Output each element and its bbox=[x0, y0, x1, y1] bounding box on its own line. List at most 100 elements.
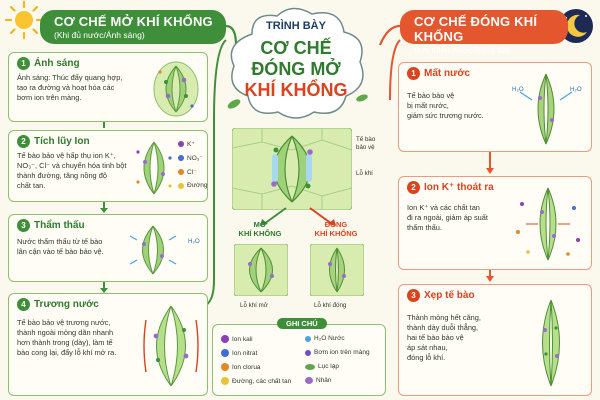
step3-water-label: H₂O bbox=[188, 238, 200, 245]
close-step-1-text-3: giảm sức trương nước. bbox=[407, 111, 484, 120]
open-step-2-stoma-illustration bbox=[136, 141, 172, 195]
close-flow-arrowhead-2 bbox=[486, 276, 494, 282]
ion-no3-text: NO₃⁻ bbox=[187, 155, 203, 162]
legend-nitrat-label: Ion nitrat bbox=[232, 349, 258, 357]
ion-k-label: K⁺ bbox=[178, 140, 195, 148]
open-step-1-number: 1 bbox=[17, 57, 30, 70]
mini-open-caption: Lỗ khí mở bbox=[240, 302, 268, 309]
close-step-3-title: Xẹp tế bào bbox=[424, 290, 475, 301]
open-step-4-number: 4 bbox=[17, 298, 30, 311]
cl-ion-dot bbox=[178, 169, 184, 175]
close-step-1-text-1: Tế bào bảo vệ bbox=[407, 91, 455, 100]
center-branch-arrows bbox=[260, 207, 336, 226]
close-flow-arrowhead-1 bbox=[486, 168, 494, 174]
legend-pump-label: Bơm ion trên màng bbox=[314, 349, 370, 356]
sugar-dot bbox=[178, 182, 184, 189]
close-step-3-text-2: thành dày duỗi thẳng, bbox=[407, 323, 479, 332]
open-step-4-text-4: bào cong lại, đẩy lỗ khí mở ra. bbox=[17, 348, 117, 357]
legend-item-nucleus: Nhân bbox=[305, 377, 332, 384]
close-step-2-title: Ion K⁺ thoát ra bbox=[424, 182, 494, 193]
open-step-1-stoma-illustration bbox=[153, 61, 199, 117]
open-flow-arrow-2 bbox=[103, 202, 105, 210]
open-header-title: CƠ CHẾ MỞ KHÍ KHỔNG bbox=[54, 14, 213, 29]
open-step-2-title: Tích lũy Ion bbox=[34, 136, 90, 147]
sun-icon bbox=[4, 0, 44, 40]
guard-cell-label-2: bảo vệ bbox=[356, 144, 375, 151]
open-step-1-text-2: tạo ra đường và hoạt hóa các bbox=[17, 83, 115, 92]
close-step-2-text-3: thẩm thấu. bbox=[407, 223, 442, 232]
close-step-3-text-4: áp sát nhau, bbox=[407, 343, 448, 352]
close-step-2-stoma-illustration bbox=[516, 187, 580, 261]
pore-label: Lỗ khí bbox=[356, 170, 373, 177]
ion-k-text: K⁺ bbox=[187, 141, 195, 148]
close-step-2-number: 2 bbox=[407, 181, 420, 194]
open-flow-arrowhead-2 bbox=[100, 208, 108, 213]
close-step1-water-left: H₂O bbox=[512, 86, 524, 93]
legend-item-water: H₂O Nước bbox=[305, 335, 345, 342]
legend-sugar-label: Đường, các chất tan bbox=[232, 377, 292, 385]
title-cloud bbox=[230, 7, 364, 119]
legend-water-dot bbox=[305, 335, 311, 342]
open-mechanism-header: CƠ CHẾ MỞ KHÍ KHỔNG (Khi đủ nước/Ánh sán… bbox=[40, 10, 226, 44]
close-flow-arrow-2 bbox=[489, 270, 491, 278]
mini-close-stoma bbox=[310, 244, 364, 296]
legend-item-nitrat: Ion nitrat bbox=[221, 349, 257, 357]
legend-clorua-dot bbox=[221, 363, 229, 371]
open-step-3-text-2: lân cận vào tế bào bảo vệ. bbox=[17, 247, 104, 256]
close-step-3-number: 3 bbox=[407, 289, 420, 302]
open-step-4-text-1: Tế bào bảo vệ trương nước, bbox=[17, 318, 111, 327]
close-step-3-text-5: đóng lỗ khí. bbox=[407, 353, 446, 362]
open-step-4-title: Trương nước bbox=[34, 299, 99, 310]
mini-open-stoma bbox=[234, 244, 288, 296]
title-line-2: CƠ CHẾ bbox=[260, 38, 332, 58]
guard-cell-label-1: Tế bào bbox=[356, 136, 376, 143]
open-flow-arrow-3 bbox=[103, 282, 105, 290]
legend-item-clorua: Ion clorua bbox=[221, 363, 261, 371]
close-step-1-title: Mất nước bbox=[424, 68, 471, 79]
legend-item-chloroplast: Lục lạp bbox=[305, 363, 339, 370]
open-step-2-text-1: Tế bào bảo vệ hấp thụ ion K⁺, bbox=[17, 151, 116, 160]
legend-item-pump: Bơm ion trên màng bbox=[305, 349, 370, 356]
open-step-3-number: 3 bbox=[17, 219, 30, 232]
mini-close-title-2: KHÍ KHỔNG bbox=[314, 229, 358, 238]
legend-kali-dot bbox=[221, 335, 229, 343]
open-flow-arrowhead-3 bbox=[100, 288, 108, 293]
title-line-3: ĐÓNG MỞ bbox=[251, 59, 341, 79]
open-flow-arrow-1 bbox=[103, 122, 105, 128]
open-header-subtitle: (Khi đủ nước/Ánh sáng) bbox=[54, 30, 145, 40]
open-step-1-title: Ánh sáng bbox=[34, 58, 80, 69]
open-step-3-stoma-illustration bbox=[129, 225, 177, 275]
legend-kali-label: Ion kali bbox=[232, 335, 253, 343]
ion-cl-label: Cl⁻ bbox=[178, 168, 197, 176]
legend-item-kali: Ion kali bbox=[221, 335, 253, 343]
legend-nitrat-dot bbox=[221, 349, 229, 357]
legend-title: GHI CHÚ bbox=[277, 318, 327, 329]
legend-nucleus-dot bbox=[305, 377, 313, 384]
open-step-1-text-3: bơm ion trên màng. bbox=[17, 93, 82, 102]
close-step-3-text-3: hai tế bào bảo vệ bbox=[407, 333, 464, 342]
legend-pump-dot bbox=[305, 349, 311, 356]
open-step-3-text-1: Nước thẩm thấu từ tế bào bbox=[17, 237, 103, 246]
open-step-3-title: Thẩm thấu bbox=[34, 220, 85, 231]
ion-no3-label: NO₃⁻ bbox=[178, 154, 203, 162]
legend-water-label: H₂O Nước bbox=[314, 335, 345, 342]
k-ion-dot bbox=[178, 141, 184, 147]
close-step-2-text-1: Ion K⁺ và các chất tan bbox=[407, 203, 480, 212]
close-header-title: CƠ CHẾ ĐÓNG KHÍ KHỔNG bbox=[414, 14, 538, 44]
open-step-1-text-1: Ánh sáng: Thúc đẩy quang hợp, bbox=[17, 73, 123, 82]
mini-close-caption: Lỗ khí đóng bbox=[314, 302, 347, 309]
mini-open-title-2: KHÍ KHỔNG bbox=[238, 229, 282, 238]
close-step-1-number: 1 bbox=[407, 67, 420, 80]
center-stoma-illustration bbox=[232, 128, 352, 210]
open-step-4-text-2: thành ngoài mỏng dãn nhanh bbox=[17, 328, 114, 337]
close-step-2-text-2: đi ra ngoài, giảm áp suất bbox=[407, 213, 488, 222]
legend-sugar-dot bbox=[221, 377, 229, 385]
open-step-2: 2 Tích lũy Ion Tế bào bảo vệ hấp thụ ion … bbox=[8, 130, 208, 202]
open-step-3: 3 Thẩm thấu Nước thẩm thấu từ tế bào lân … bbox=[8, 214, 208, 282]
open-step-2-number: 2 bbox=[17, 135, 30, 148]
legend-clorua-label: Ion clorua bbox=[232, 363, 261, 371]
sugar-text: Đường bbox=[187, 182, 208, 189]
close-step1-water-right: H₂O bbox=[570, 86, 582, 93]
